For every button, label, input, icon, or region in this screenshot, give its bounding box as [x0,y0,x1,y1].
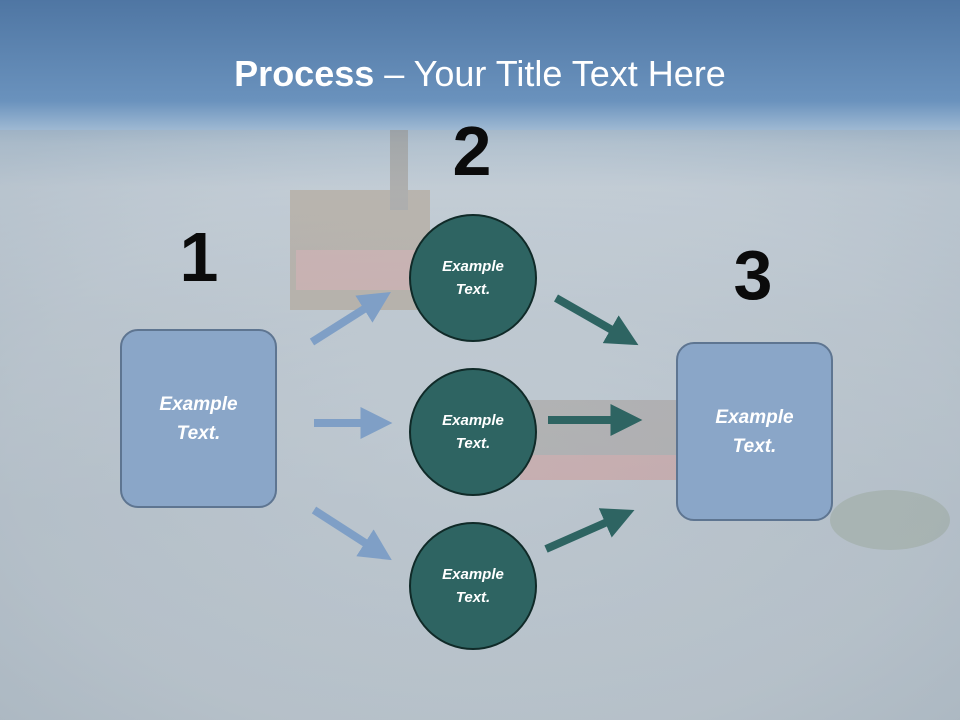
slide-title: Process – Your Title Text Here [0,52,960,96]
arrow-1-to-2c [311,506,392,561]
step-number-1: 1 [179,218,219,296]
step-2-text-middle: Example Text. [442,412,504,452]
arrow-2c-to-3 [544,508,635,553]
step-3-text: Example Text. [715,406,794,457]
step-2-circle-middle: Example Text. [409,368,537,496]
step-2-circle-bottom: Example Text. [409,522,537,650]
arrow-2a-to-3 [554,294,639,346]
title-rest: – Your Title Text Here [374,53,726,94]
step-2-text-bottom: Example Text. [442,566,504,606]
step-3-box: Example Text. [676,342,833,521]
step-number-3: 3 [733,236,773,314]
arrow-1-to-2a [309,292,391,346]
title-bold: Process [234,53,375,94]
step-2-text-top: Example Text. [442,258,504,298]
step-1-box: Example Text. [120,329,277,508]
step-2-circle-top: Example Text. [409,214,537,342]
step-1-text: Example Text. [159,393,238,444]
step-number-2: 2 [452,112,492,190]
